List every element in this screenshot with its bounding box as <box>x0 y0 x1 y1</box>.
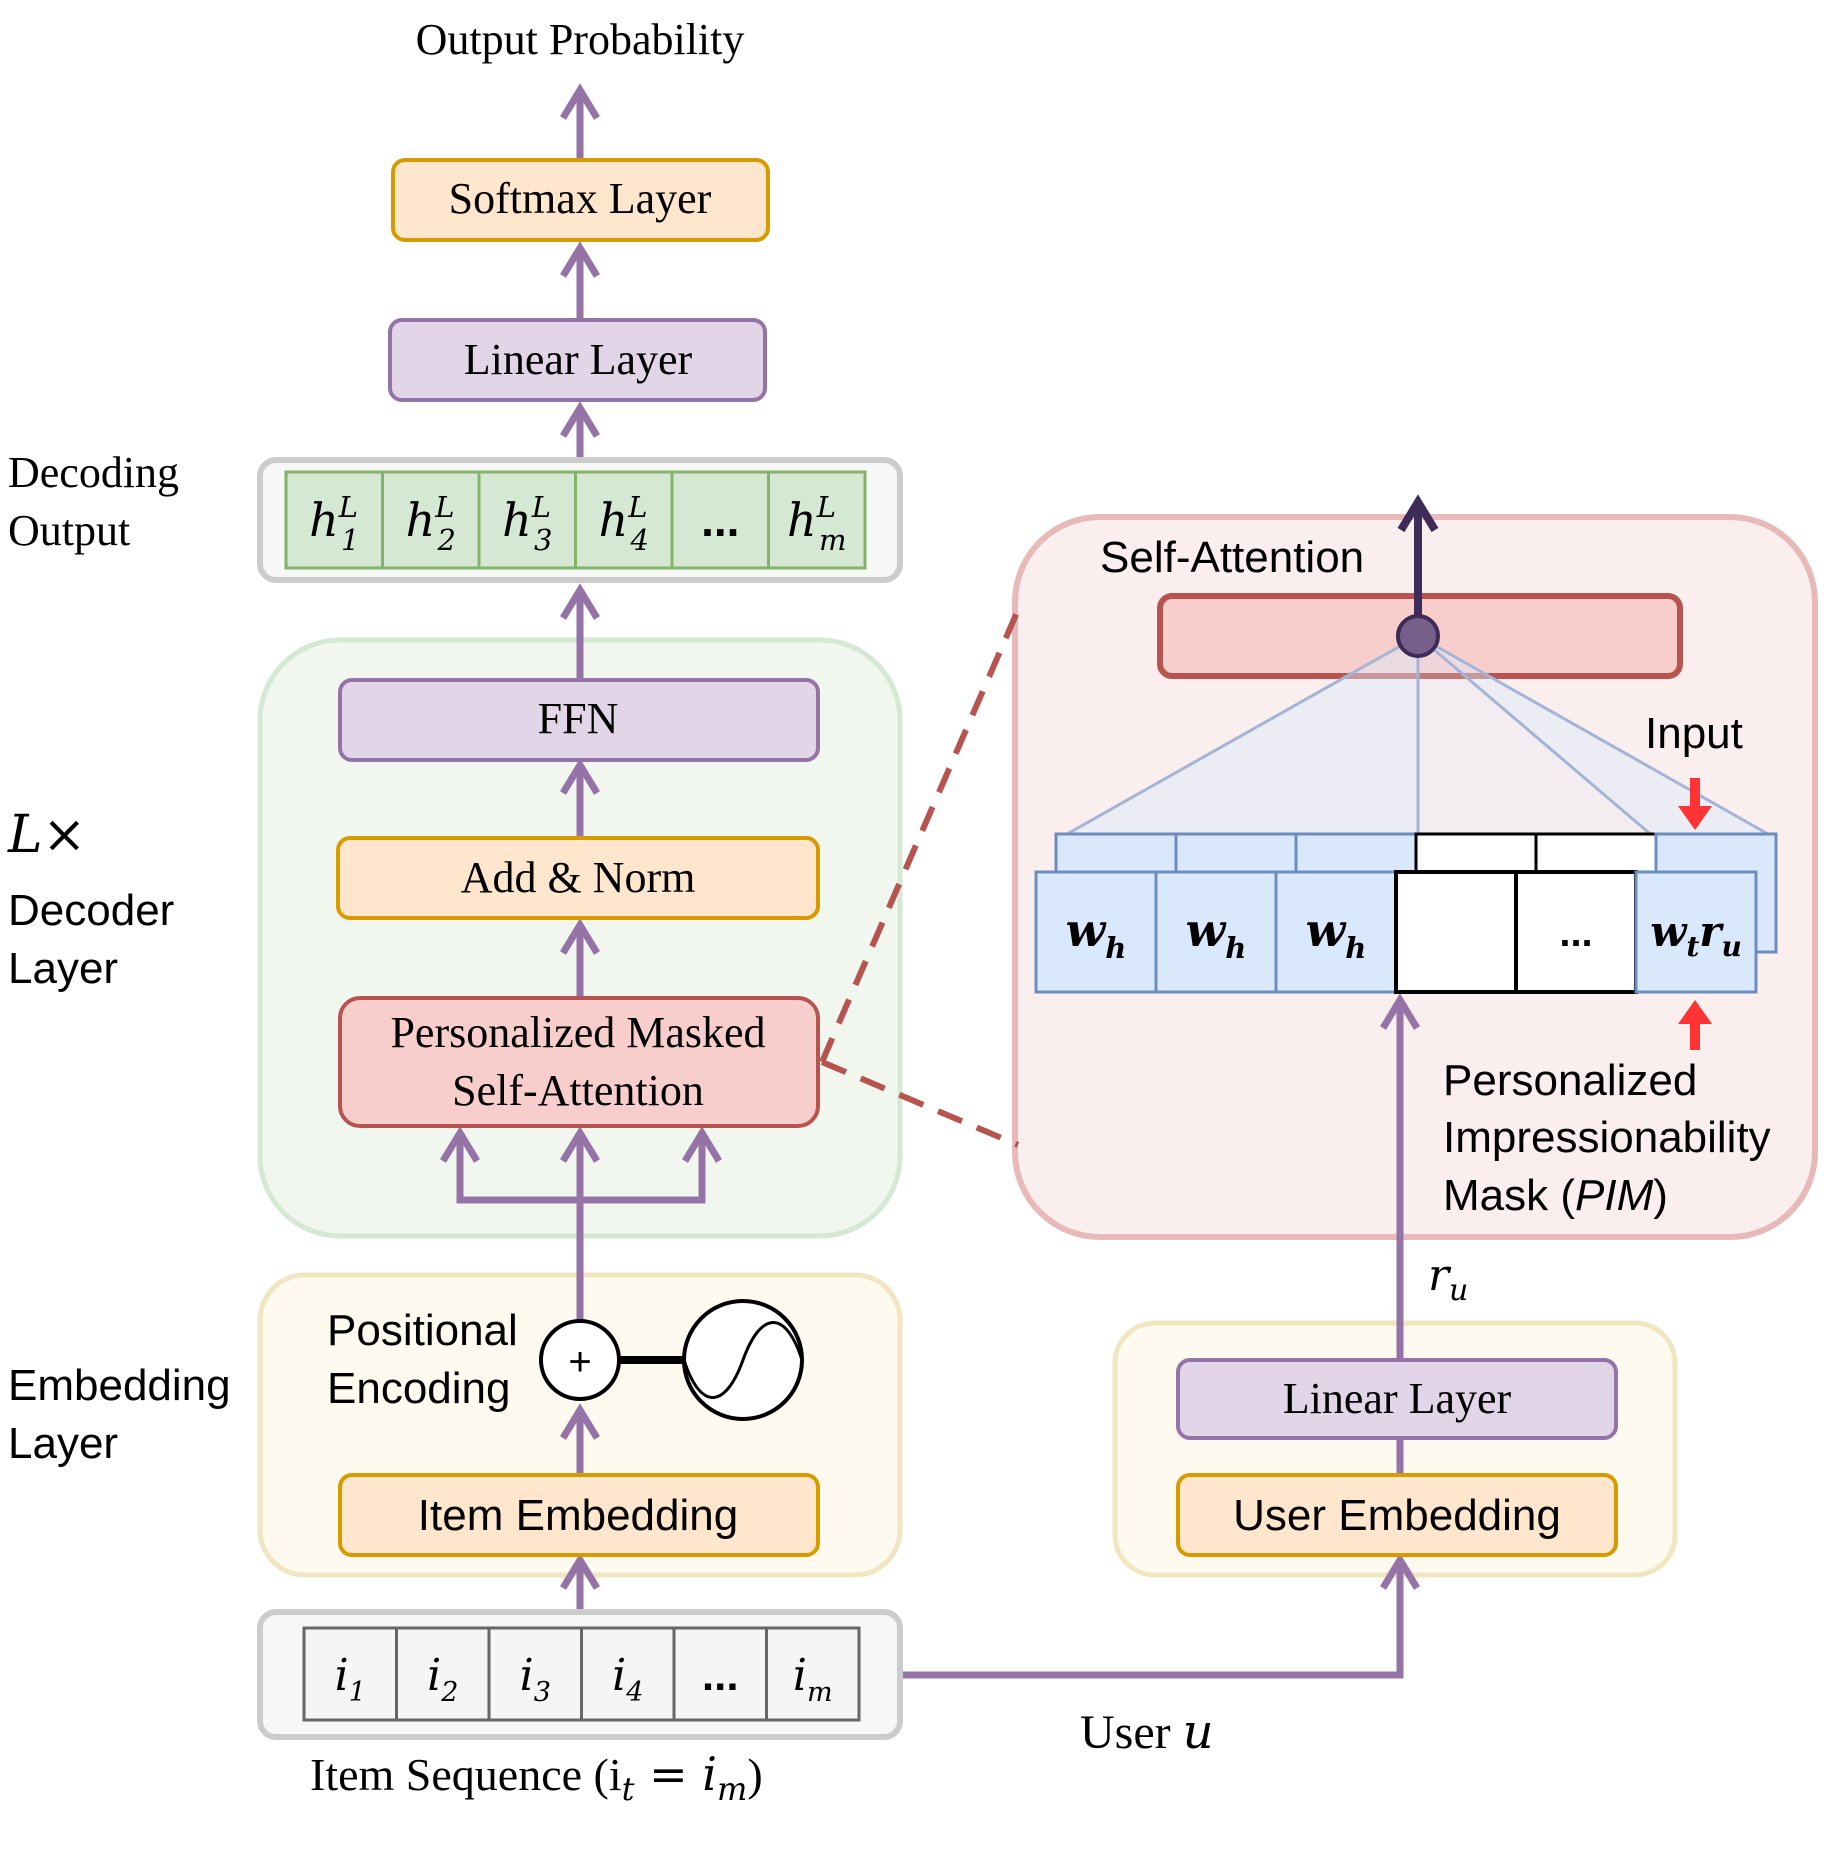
decoding-output-cell <box>477 470 577 570</box>
weight-cell <box>1394 870 1518 994</box>
softmax-layer-box <box>391 158 770 242</box>
weight-cell <box>1274 870 1398 994</box>
weight-cell-label: wtru <box>1650 907 1742 963</box>
decoder-layer-label-line1: Decoder <box>8 886 174 935</box>
personalized-masked-self-attention-box <box>338 996 820 1128</box>
main-flow-arrows <box>440 83 1420 1679</box>
weight-cell <box>1034 870 1158 994</box>
pim-label-line1: Personalized <box>1443 1056 1697 1105</box>
zoom-dashed-lines <box>819 608 1021 1148</box>
decoder-repeat-label: L× <box>7 805 86 865</box>
self-attention-node <box>1396 614 1440 658</box>
item-sequence-cell <box>395 1626 491 1722</box>
ffn-box <box>338 678 820 762</box>
positional-encoding-label-line1: Positional <box>327 1306 518 1355</box>
weight-cell <box>1634 870 1758 994</box>
pmsa-label-line1: Personalized Masked <box>390 1008 765 1057</box>
item-sequence-cell-label: i3 <box>520 1650 551 1708</box>
user-embedding-label: User Embedding <box>1233 1491 1561 1540</box>
decoder-layer-label-line2: Layer <box>8 944 118 993</box>
item-sequence-cell-label: i1 <box>335 1650 366 1708</box>
weight-cell-label: wh <box>1186 903 1247 965</box>
decoding-output-cell <box>381 470 481 570</box>
output-probability-label: Output Probability <box>416 15 745 64</box>
pmsa-label-line2: Self-Attention <box>452 1066 704 1115</box>
decoding-output-cell <box>670 470 770 570</box>
pim-label-line2: Impressionability <box>1443 1113 1771 1162</box>
item-sequence-caption: Item Sequence (it = im) <box>310 1747 763 1808</box>
item-sequence-cell-label: i2 <box>427 1650 458 1708</box>
weight-cell-label: wh <box>1306 903 1367 965</box>
ffn-label: FFN <box>538 694 619 743</box>
item-sequence-cell <box>580 1626 676 1722</box>
item-sequence-cell <box>765 1626 861 1722</box>
softmax-layer-label: Softmax Layer <box>449 174 712 223</box>
user-u-label: User u <box>1080 1704 1214 1760</box>
weight-cell-label: wh <box>1066 903 1127 965</box>
add-norm-box <box>336 836 820 920</box>
item-embedding-label: Item Embedding <box>418 1491 738 1540</box>
mask-red-arrow <box>1678 1000 1712 1050</box>
item-sequence-cells: i1 i2 i3 i4... im <box>302 1626 861 1722</box>
pim-label-line3: Mask (PIM) <box>1443 1171 1668 1220</box>
linear-layer-user-box <box>1176 1358 1618 1440</box>
input-label: Input <box>1645 709 1743 758</box>
decoding-output-cell <box>574 470 674 570</box>
add-operator-symbol: + <box>568 1340 591 1384</box>
r-u-label: ru <box>1428 1250 1468 1308</box>
decoding-output-label-line2: Output <box>8 506 130 555</box>
weight-cell-label: ... <box>1559 911 1592 955</box>
item-sequence-cell <box>487 1626 583 1722</box>
linear-layer-user-label: Linear Layer <box>1283 1374 1512 1423</box>
embedding-layer-label-line2: Layer <box>8 1419 118 1468</box>
item-sequence-cell-label: i4 <box>612 1650 643 1708</box>
decoding-output-cell-label: ... <box>701 494 739 546</box>
item-sequence-cell-label: im <box>793 1650 833 1708</box>
positional-encoding-label-line2: Encoding <box>327 1364 510 1413</box>
add-norm-label: Add & Norm <box>461 853 696 902</box>
sinusoid-wave <box>682 1321 804 1399</box>
item-sequence-cell <box>672 1626 768 1722</box>
user-embedding-box <box>1176 1473 1618 1557</box>
input-red-arrow <box>1678 778 1712 830</box>
item-embedding-box <box>338 1473 820 1557</box>
decoding-output-label-line1: Decoding <box>8 448 179 497</box>
decoding-output-cell <box>767 470 867 570</box>
add-operator-circle <box>539 1319 621 1401</box>
self-attention-title: Self-Attention <box>1100 533 1364 582</box>
linear-layer-top-label: Linear Layer <box>464 335 693 384</box>
linear-layer-top-box <box>388 318 767 402</box>
embedding-layer-label-line1: Embedding <box>8 1361 231 1410</box>
self-attention-output-arrowhead <box>1397 494 1439 533</box>
attention-fan <box>1059 634 1776 840</box>
item-sequence-cell-label: ... <box>702 1651 739 1700</box>
